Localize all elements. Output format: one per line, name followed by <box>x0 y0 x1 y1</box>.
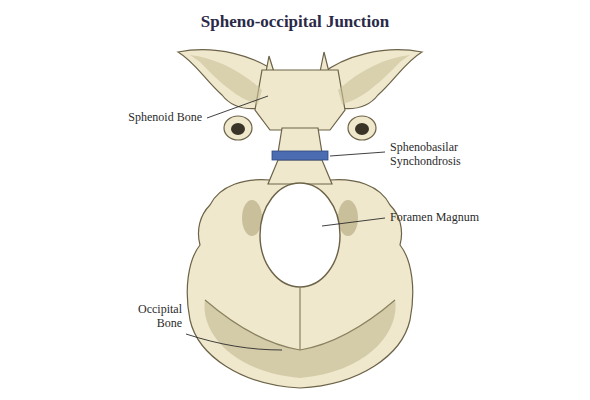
right-clinoid <box>320 52 329 72</box>
leader-line <box>207 96 268 118</box>
wing-shade-left <box>190 55 262 104</box>
leader-line <box>330 152 385 156</box>
transverse-ridge <box>205 300 395 350</box>
part-label: Foramen Magnum <box>390 210 520 224</box>
occipital-crest <box>299 287 300 350</box>
left-pterygoid <box>224 116 252 140</box>
part-label: Sphenobasilar Synchondrosis <box>390 140 490 168</box>
synchondrosis-band <box>272 151 328 160</box>
leader-line <box>186 334 282 350</box>
right-pterygoid <box>348 116 376 140</box>
diagram-title: Spheno-occipital Junction <box>0 12 590 32</box>
foramen-magnum-hole <box>260 183 340 287</box>
occipital-bone-shape <box>187 180 413 388</box>
part-label: Occipital Bone <box>118 302 182 330</box>
right-condyle <box>338 200 358 236</box>
sphenoid-body <box>255 70 345 130</box>
dorsum <box>278 128 322 153</box>
leader-line <box>322 218 385 226</box>
basilar-part <box>268 160 332 184</box>
left-pterygoid-hole <box>231 123 245 135</box>
right-pterygoid-hole <box>355 123 369 135</box>
wing-shade-right <box>338 55 410 104</box>
left-condyle <box>242 200 262 236</box>
part-label: Sphenoid Bone <box>100 110 202 124</box>
